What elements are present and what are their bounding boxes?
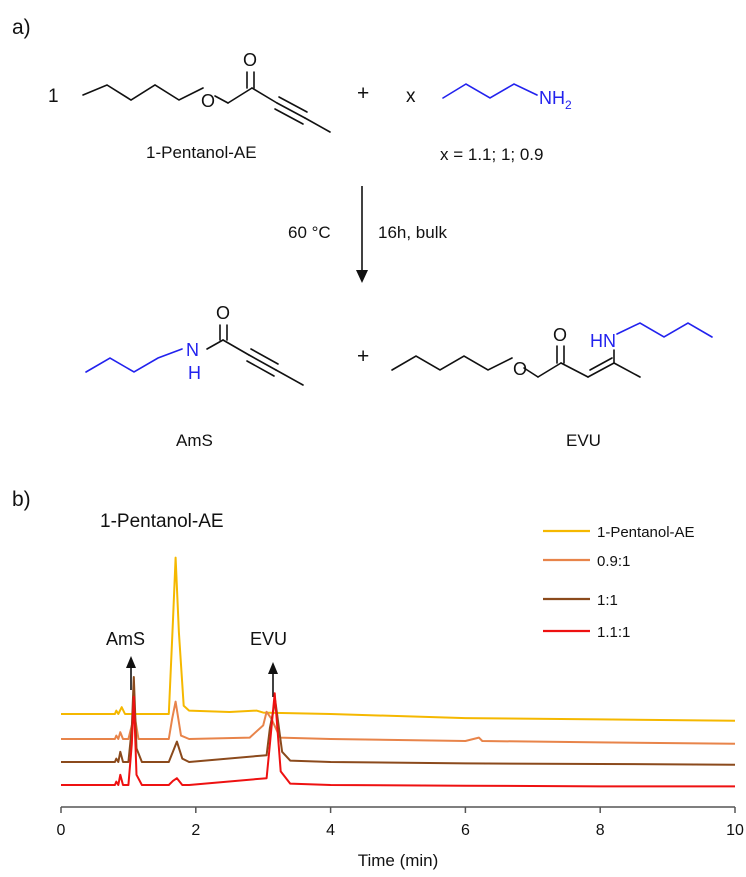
panel-a-label: a) (12, 16, 31, 39)
ester-oxygen-label: O (201, 91, 215, 111)
reactant-name: 1-Pentanol-AE (146, 143, 257, 162)
amine-nh2-label: NH2 (539, 88, 572, 112)
amide-n-label: N (186, 340, 199, 360)
trace-2 (61, 700, 736, 745)
amide-oxygen-label: O (216, 303, 230, 323)
product-ams-name: AmS (176, 431, 213, 450)
evu-ester-oxygen-label: O (513, 359, 527, 379)
evu-product-structure (391, 322, 713, 378)
plus-sign-reactants: + (357, 82, 369, 105)
amine-ratio-values: x = 1.1; 1; 0.9 (440, 145, 544, 164)
panel-b-label: b) (12, 488, 31, 511)
x-axis: 0 2 4 6 8 10 (57, 806, 744, 839)
main-peak-label: 1-Pentanol-AE (100, 511, 224, 532)
x-tick-label-4: 8 (596, 822, 605, 839)
trace-4 (61, 692, 735, 788)
reaction-time-conditions: 16h, bulk (378, 223, 447, 242)
plus-sign-products: + (357, 345, 369, 368)
amine-coefficient: x (406, 86, 416, 107)
x-tick-label-2: 4 (326, 822, 335, 839)
x-tick-label-5: 10 (726, 822, 744, 839)
reactant-coefficient: 1 (48, 86, 59, 107)
chromatogram-traces (61, 556, 736, 788)
trace-3 (61, 676, 736, 766)
reaction-arrow-head (356, 270, 368, 283)
legend-label-3: 1:1 (597, 592, 618, 609)
x-axis-label: Time (min) (358, 851, 439, 870)
evu-hn-label: HN (590, 331, 616, 351)
x-tick-label-0: 0 (57, 822, 66, 839)
product-evu-name: EVU (566, 431, 601, 450)
x-tick-label-3: 6 (461, 822, 470, 839)
legend: 1-Pentanol-AE 0.9:1 1:1 1.1:1 (543, 524, 695, 641)
trace-1 (61, 556, 736, 722)
legend-label-2: 0.9:1 (597, 553, 630, 570)
amide-product-structure (85, 324, 304, 386)
x-tick-label-1: 2 (191, 822, 200, 839)
butylamine-structure (442, 83, 538, 99)
evu-peak-label: EVU (250, 629, 287, 649)
carbonyl-oxygen-label: O (243, 50, 257, 70)
amide-h-label: H (188, 363, 201, 383)
evu-carbonyl-oxygen-label: O (553, 325, 567, 345)
ams-peak-label: AmS (106, 629, 145, 649)
legend-label-4: 1.1:1 (597, 624, 630, 641)
legend-label-1: 1-Pentanol-AE (597, 524, 695, 541)
reaction-temperature: 60 °C (288, 223, 331, 242)
reactant-ester-structure (82, 71, 331, 133)
evu-peak-arrow-head (268, 662, 278, 674)
ams-peak-arrow-head (126, 656, 136, 668)
